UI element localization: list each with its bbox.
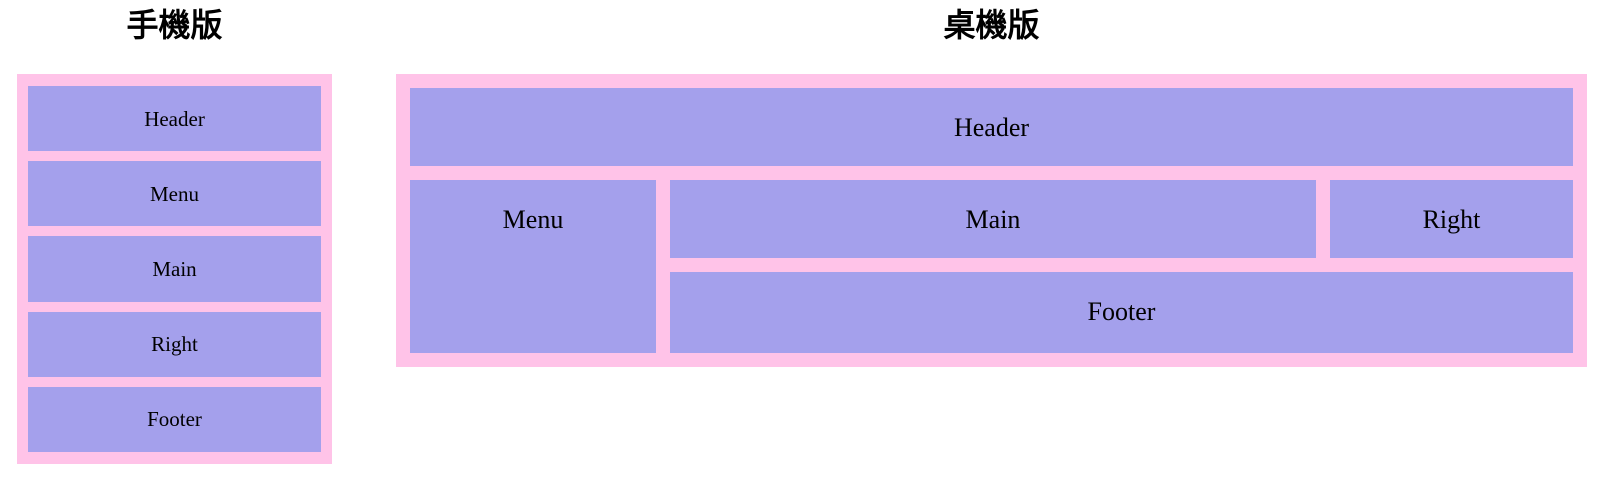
mobile-footer-label: Footer <box>147 407 202 432</box>
desktop-header-label: Header <box>953 113 1030 142</box>
desktop-menu-box: Menu <box>410 180 656 353</box>
desktop-menu-label: Menu <box>502 205 564 234</box>
mobile-panel-title: 手機版 <box>126 7 223 43</box>
desktop-header-box: Header <box>410 88 1573 166</box>
mobile-header-label: Header <box>144 106 205 131</box>
desktop-layout-frame: Header Menu Main Right Footer <box>396 74 1587 367</box>
mobile-right-label: Right <box>151 332 198 357</box>
desktop-main-label: Main <box>965 205 1021 234</box>
mobile-main-box: Main <box>28 236 321 302</box>
mobile-menu-box: Menu <box>28 161 321 227</box>
mobile-right-box: Right <box>28 311 321 377</box>
desktop-right-box: Right <box>1330 180 1573 258</box>
mobile-menu-label: Menu <box>150 181 199 206</box>
desktop-footer-box: Footer <box>670 272 1573 353</box>
mobile-footer-box: Footer <box>28 386 321 453</box>
mobile-layout-frame: Header Menu Main Right Footer <box>17 74 332 464</box>
mobile-header-box: Header <box>28 86 321 152</box>
mobile-main-label: Main <box>152 257 197 281</box>
desktop-panel-title: 桌機版 <box>943 7 1040 43</box>
desktop-right-label: Right <box>1422 205 1481 234</box>
desktop-footer-label: Footer <box>1087 297 1156 326</box>
desktop-main-box: Main <box>670 180 1316 258</box>
